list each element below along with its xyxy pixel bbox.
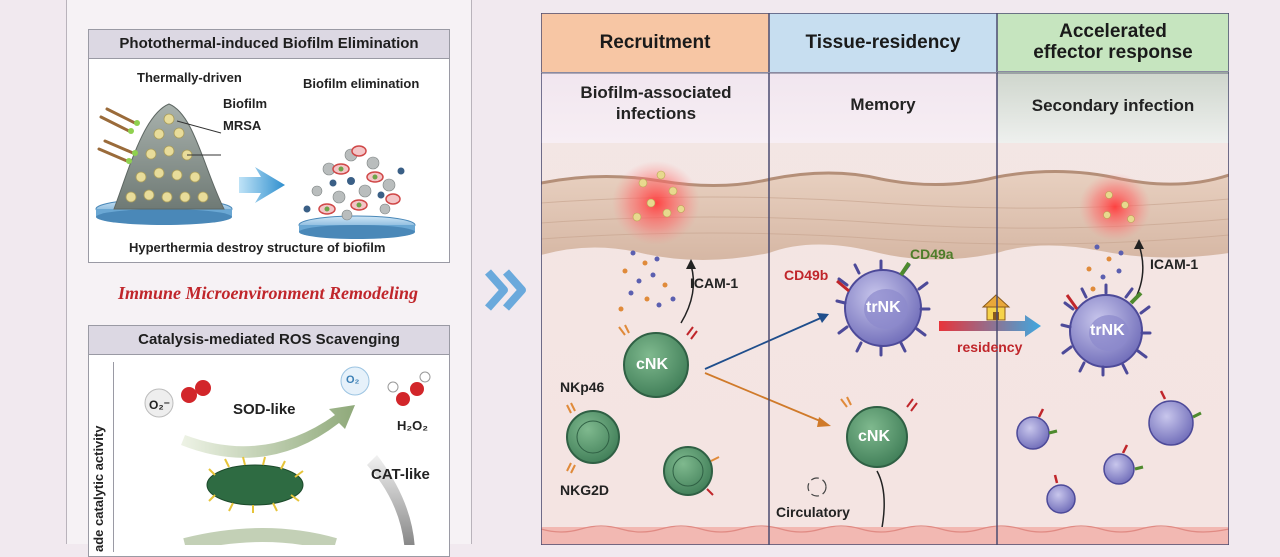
catalytic-side-label: ade catalytic activity xyxy=(91,362,114,552)
column-header-tissue-residency: Tissue-residency xyxy=(769,14,997,73)
trnk-label-middle: trNK xyxy=(866,299,901,316)
column-header-accelerated-response: Accelerated effector response xyxy=(997,14,1229,72)
thermally-driven-label: Thermally-driven xyxy=(137,70,242,85)
photothermal-panel-title: Photothermal-induced Biofilm Elimination xyxy=(89,30,449,59)
sod-like-label: SOD-like xyxy=(233,401,296,418)
hyperthermia-caption: Hyperthermia destroy structure of biofil… xyxy=(129,240,386,255)
house-icon xyxy=(981,294,1011,321)
icam1-label-left: ICAM-1 xyxy=(690,275,739,291)
circulatory-label: Circulatory xyxy=(776,504,850,520)
icam1-label-right: ICAM-1 xyxy=(1150,256,1199,272)
cd49a-label: CD49a xyxy=(910,246,954,262)
mrsa-label: MRSA xyxy=(223,118,262,133)
column-header-recruitment: Recruitment xyxy=(541,14,769,73)
catalysis-panel: Catalysis-mediated ROS Scavenging ade ca… xyxy=(88,325,450,557)
biofilm-label: Biofilm xyxy=(223,96,268,111)
catalysis-illustration xyxy=(144,366,431,545)
h2o2-label: H₂O₂ xyxy=(397,418,429,433)
chevron-right-icon xyxy=(485,269,526,311)
biofilm-elimination-label: Biofilm elimination xyxy=(303,76,420,91)
trnk-label-right: trNK xyxy=(1090,322,1125,339)
remodeling-title: Immune Microenvironment Remodeling xyxy=(117,283,419,303)
superoxide-label: O₂⁻ xyxy=(149,398,170,412)
oxygen-label: O₂ xyxy=(346,374,360,386)
cd49b-label: CD49b xyxy=(784,267,829,283)
photothermal-panel: Photothermal-induced Biofilm Elimination xyxy=(88,29,450,263)
catalysis-panel-title: Catalysis-mediated ROS Scavenging xyxy=(89,326,449,355)
subtitle-secondary-infection: Secondary infection xyxy=(1031,96,1195,115)
nkg2d-label: NKG2D xyxy=(560,482,610,498)
cnk-label-main: cNK xyxy=(636,356,669,373)
immune-diagram xyxy=(541,13,1229,545)
subtitle-memory: Memory xyxy=(850,95,916,114)
photothermal-illustration xyxy=(95,103,416,239)
subtitle-biofilm-infections: Biofilm-associated infections xyxy=(580,83,732,124)
nkp46-label: NKp46 xyxy=(560,379,605,395)
residency-label: residency xyxy=(957,339,1023,355)
cat-like-label: CAT-like xyxy=(371,466,430,483)
cnk-label-middle: cNK xyxy=(858,428,891,445)
